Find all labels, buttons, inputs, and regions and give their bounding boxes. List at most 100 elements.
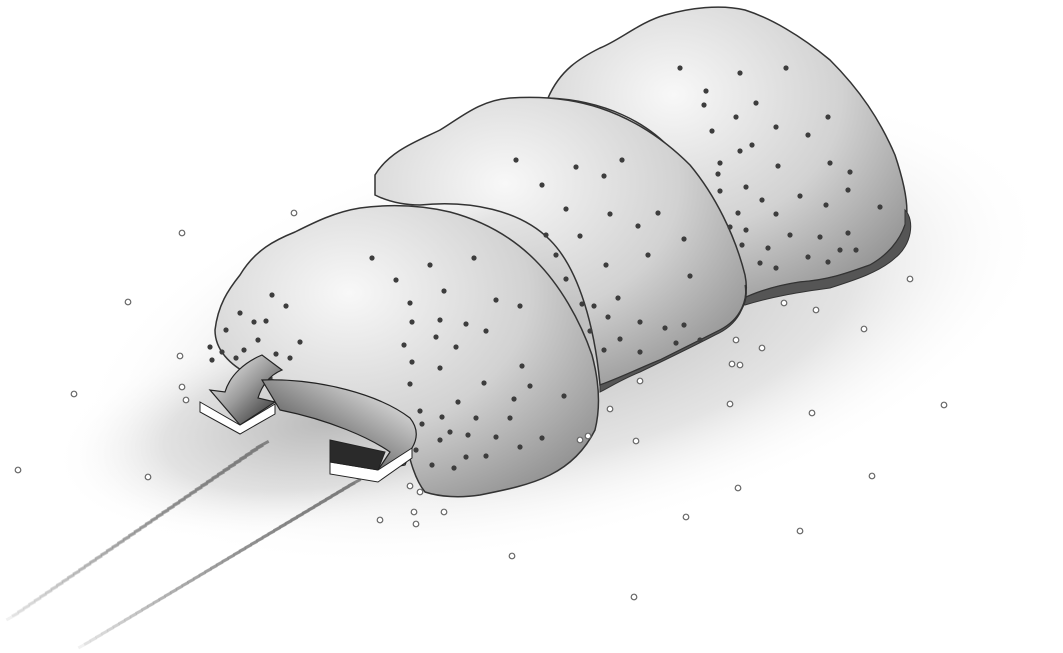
- ground-particle: [683, 514, 689, 520]
- ground-particle: [729, 361, 735, 367]
- mound-dot: [591, 303, 596, 308]
- ground-particle: [633, 438, 639, 444]
- mound-dot: [737, 70, 742, 75]
- ground-particle: [179, 230, 185, 236]
- ground-particle: [15, 467, 21, 473]
- track-mark: [6, 612, 20, 621]
- mound-dot: [837, 247, 842, 252]
- mound-dot: [209, 357, 214, 362]
- ground-particle: [125, 299, 131, 305]
- ground-particle: [291, 210, 297, 216]
- mound-dot: [463, 321, 468, 326]
- mound-dot: [483, 328, 488, 333]
- mound-dot: [223, 327, 228, 332]
- ground-particle: [377, 517, 383, 523]
- ground-particle: [413, 521, 419, 527]
- mound-dot: [757, 260, 762, 265]
- mound-dot: [255, 337, 260, 342]
- ground-particle: [411, 509, 417, 515]
- mound-dot: [573, 164, 578, 169]
- ground-particle: [637, 378, 643, 384]
- mound-dot: [241, 347, 246, 352]
- mound-dot: [579, 301, 584, 306]
- mound-dot: [437, 365, 442, 370]
- mound-dot: [637, 349, 642, 354]
- mound-dot: [409, 359, 414, 364]
- mound-dot: [701, 102, 706, 107]
- mound-dot: [847, 169, 852, 174]
- mound-dot: [737, 148, 742, 153]
- mound-dot: [797, 193, 802, 198]
- mound-dot: [617, 336, 622, 341]
- ground-particle: [145, 474, 151, 480]
- mound-dot: [773, 265, 778, 270]
- ground-particle: [509, 553, 515, 559]
- mound-dot: [493, 297, 498, 302]
- mound-dot: [437, 437, 442, 442]
- mound-dot: [743, 227, 748, 232]
- mound-dot: [853, 247, 858, 252]
- mound-dot: [601, 347, 606, 352]
- mound-dot: [219, 349, 224, 354]
- mound-dot: [783, 65, 788, 70]
- mound-dot: [717, 160, 722, 165]
- mound-dot: [417, 408, 422, 413]
- mound-dot: [429, 462, 434, 467]
- mound-dot: [805, 254, 810, 259]
- mound-dot: [447, 429, 452, 434]
- mound-dot: [563, 276, 568, 281]
- mound-dot: [681, 236, 686, 241]
- mound-dot: [601, 173, 606, 178]
- mound-dot: [427, 262, 432, 267]
- ground-particle: [759, 345, 765, 351]
- mound-dot: [269, 292, 274, 297]
- mound-dot: [715, 171, 720, 176]
- mound-dot: [237, 310, 242, 315]
- mound-dot: [263, 318, 268, 323]
- mound-dot: [697, 337, 702, 342]
- mound-dot: [543, 232, 548, 237]
- mound-dot: [655, 210, 660, 215]
- mound-dot: [283, 303, 288, 308]
- ground-particle: [737, 362, 743, 368]
- mound-dot: [827, 160, 832, 165]
- ground-particle: [417, 489, 423, 495]
- mound-dot: [637, 319, 642, 324]
- mound-dot: [439, 414, 444, 419]
- ground-particle: [183, 397, 189, 403]
- mound-dot: [743, 184, 748, 189]
- mound-dot: [473, 415, 478, 420]
- mound-dot: [393, 277, 398, 282]
- mound-dot: [805, 132, 810, 137]
- mound-dot: [603, 262, 608, 267]
- mound-dot: [455, 399, 460, 404]
- ground-particle: [631, 594, 637, 600]
- mound-dot: [645, 252, 650, 257]
- mound-dot: [481, 380, 486, 385]
- track-mark: [78, 640, 92, 649]
- mound-dot: [465, 432, 470, 437]
- ground-particle: [869, 473, 875, 479]
- mound-dot: [759, 197, 764, 202]
- mound-dot: [553, 252, 558, 257]
- ground-particle: [441, 509, 447, 515]
- mound-dot: [687, 273, 692, 278]
- mound-dot: [825, 259, 830, 264]
- mound-dot: [765, 245, 770, 250]
- mound-dot: [401, 342, 406, 347]
- mound-dot: [787, 232, 792, 237]
- mound-dot: [409, 319, 414, 324]
- mound-dot: [513, 157, 518, 162]
- mound-dot: [539, 435, 544, 440]
- mound-dot: [407, 300, 412, 305]
- mound-dot: [703, 88, 708, 93]
- mound-dot: [577, 233, 582, 238]
- mound-dot: [419, 421, 424, 426]
- ground-particle: [577, 437, 583, 443]
- mound-dot: [605, 314, 610, 319]
- ground-particle: [861, 326, 867, 332]
- mound-dot: [413, 447, 418, 452]
- mound-dot: [817, 234, 822, 239]
- mound-dot: [635, 223, 640, 228]
